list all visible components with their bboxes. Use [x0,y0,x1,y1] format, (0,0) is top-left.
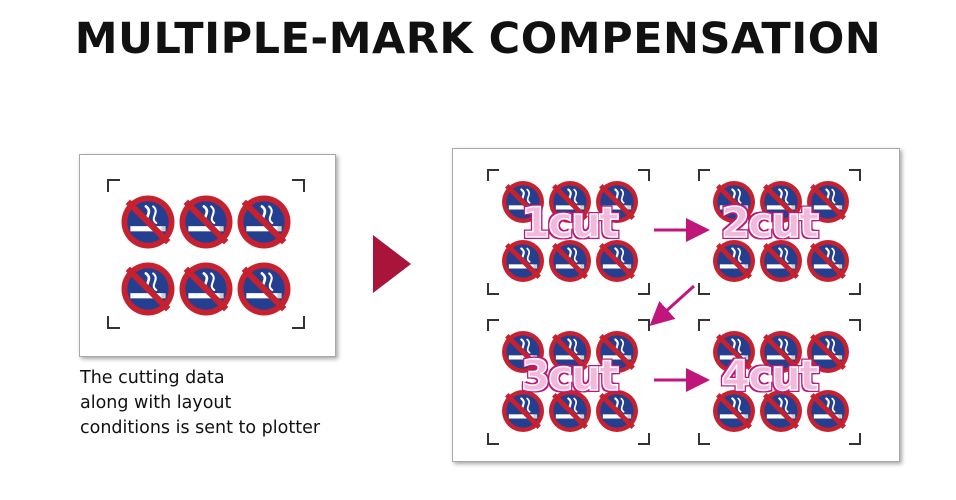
registration-mark-icon [698,169,861,295]
no-smoking-sign-icon [547,179,593,225]
cut-group-3 [487,319,650,445]
no-smoking-sign-icon [594,388,640,434]
no-smoking-sign-icon [500,179,546,225]
no-smoking-sign-icon [805,238,851,284]
no-smoking-sign-icon [547,238,593,284]
no-smoking-sign-icon [805,179,851,225]
layout-preview-panel [79,154,336,357]
no-smoking-sign-icon [120,194,176,250]
page-title: MULTIPLE-MARK COMPENSATION [74,14,882,64]
cut-label-2: 2cut [720,198,820,247]
no-smoking-sign-icon [805,329,851,375]
no-smoking-sign-icon [758,179,804,225]
no-smoking-sign-icon [500,238,546,284]
no-smoking-sign-icon [178,194,234,250]
caption-line-3: conditions is sent to plotter [80,418,321,438]
caption: The cutting data along with layout condi… [80,366,440,441]
registration-mark-icon [487,169,650,295]
no-smoking-sign-icon [120,261,176,317]
no-smoking-sign-icon [500,388,546,434]
no-smoking-sign-icon [711,388,757,434]
no-smoking-sign-icon [758,388,804,434]
registration-mark-icon [107,179,305,329]
no-smoking-sign-icon [547,329,593,375]
registration-mark-icon [487,319,650,445]
no-smoking-sign-icon [594,179,640,225]
no-smoking-sign-icon [758,238,804,284]
no-smoking-sign-icon [711,329,757,375]
no-smoking-sign-icon [805,388,851,434]
no-smoking-sign-icon [236,194,292,250]
no-smoking-sign-icon [547,388,593,434]
no-smoking-sign-icon [594,238,640,284]
cut-label-3: 3cut [520,351,620,400]
no-smoking-sign-icon [594,329,640,375]
no-smoking-sign-icon [711,238,757,284]
caption-line-1: The cutting data [80,368,225,388]
no-smoking-sign-icon [758,329,804,375]
cut-group-4 [698,319,861,445]
caption-line-2: along with layout [80,393,232,413]
no-smoking-sign-icon [711,179,757,225]
layout-sign-grid [107,179,305,329]
cut-group-2 [698,169,861,295]
registration-mark-icon [698,319,861,445]
no-smoking-sign-icon [500,329,546,375]
no-smoking-sign-icon [236,261,292,317]
no-smoking-sign-icon [178,261,234,317]
right-triangle-arrow-icon [373,235,411,293]
cut-group-1 [487,169,650,295]
cut-label-4: 4cut [720,351,820,400]
cut-label-1: 1cut [520,198,620,247]
